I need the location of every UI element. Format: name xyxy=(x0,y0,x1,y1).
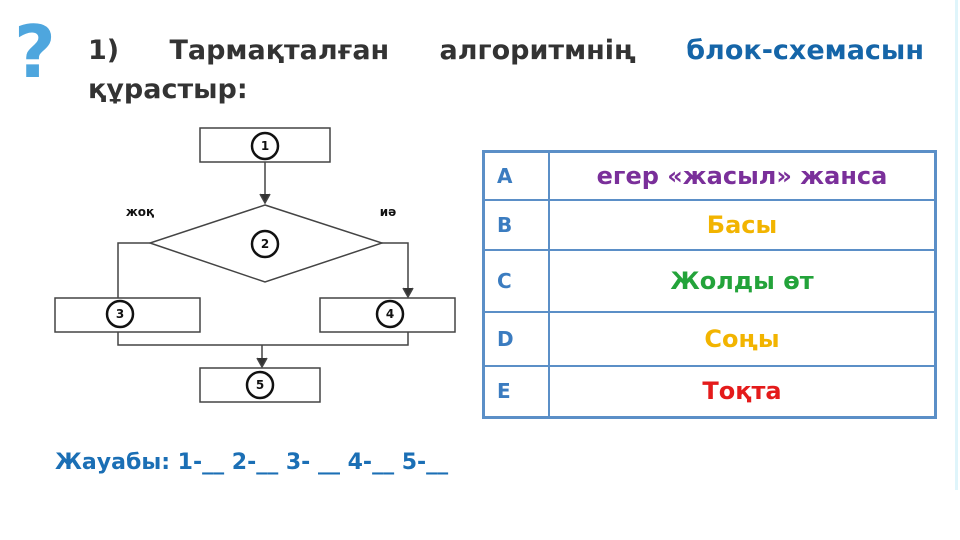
question-mark-icon: ? xyxy=(14,10,56,94)
answer-line: Жауабы: 1-__ 2-__ 3- __ 4-__ 5-__ xyxy=(55,450,449,475)
row-key: E xyxy=(482,364,550,419)
node-label: 2 xyxy=(261,237,269,251)
no-label: жоқ xyxy=(126,205,154,219)
node-label: 3 xyxy=(116,307,124,321)
task-number: 1) xyxy=(88,35,120,66)
slide: ? 1) Тармақталған алгоритмнің блок-схема… xyxy=(14,0,958,490)
row-value: егер «жасыл» жанса xyxy=(548,150,937,201)
node-label: 5 xyxy=(256,378,264,392)
node-label: 4 xyxy=(386,307,394,321)
row-key: D xyxy=(482,310,550,367)
row-key: C xyxy=(482,248,550,313)
title-word: Тармақталған xyxy=(169,35,390,66)
row-key: A xyxy=(482,150,550,201)
row-value: Жолды өт xyxy=(548,248,937,313)
flow-box-4 xyxy=(319,297,456,333)
flow-diamond-2 xyxy=(147,204,385,283)
flow-box-5 xyxy=(199,367,321,403)
yes-label: иә xyxy=(380,205,397,219)
task-title-line2: құрастыр: xyxy=(88,74,248,105)
title-highlight: блок-схемасын xyxy=(686,35,924,66)
task-title: 1) Тармақталған алгоритмнің блок-схемасы… xyxy=(88,26,924,76)
node-label: 1 xyxy=(261,139,269,153)
row-value: Соңы xyxy=(548,310,937,367)
row-key: B xyxy=(482,198,550,251)
row-value: Басы xyxy=(548,198,937,251)
row-value: Тоқта xyxy=(548,364,937,419)
title-word: алгоритмнің xyxy=(439,35,636,66)
flow-box-3 xyxy=(54,297,201,333)
